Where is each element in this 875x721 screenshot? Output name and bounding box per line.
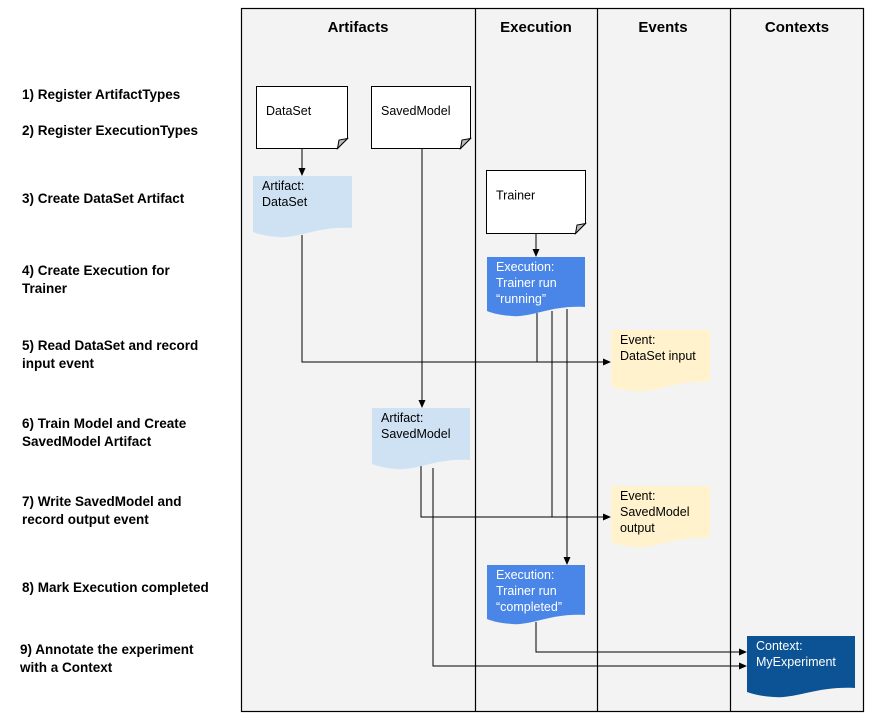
node-label: Execution:Trainer run“running” bbox=[496, 260, 557, 306]
connector-arrow bbox=[420, 466, 611, 521]
node-label: Artifact:DataSet bbox=[262, 179, 308, 209]
column-header-execution: Execution bbox=[500, 19, 572, 36]
connectors bbox=[298, 148, 747, 670]
savedmodel-type-node: SavedModel bbox=[371, 86, 472, 150]
execution-completed-node: Execution:Trainer run“completed” bbox=[487, 565, 585, 625]
event-shape bbox=[611, 330, 710, 392]
artifact-shape bbox=[253, 176, 352, 238]
context-shape bbox=[747, 636, 855, 698]
artifact-shape bbox=[372, 408, 470, 470]
execution-shape bbox=[487, 565, 585, 625]
node-label: Artifact:SavedModel bbox=[381, 411, 451, 441]
connector-arrow bbox=[432, 468, 747, 670]
execution-running-node: Execution:Trainer run“running” bbox=[487, 257, 585, 317]
folded-corner-icon bbox=[459, 137, 472, 150]
node-label: SavedModel bbox=[381, 104, 451, 118]
folded-corner-icon bbox=[574, 222, 587, 235]
connector-arrow bbox=[535, 622, 747, 656]
step-label: 1) Register ArtifactTypes bbox=[22, 87, 180, 102]
node-label: Context:MyExperiment bbox=[756, 639, 836, 669]
column-header-contexts: Contexts bbox=[765, 19, 829, 36]
folded-corner-icon bbox=[336, 137, 349, 150]
step-label: 8) Mark Execution completed bbox=[22, 580, 209, 595]
step-label: 2) Register ExecutionTypes bbox=[22, 123, 198, 138]
column-header-events: Events bbox=[638, 19, 687, 36]
node-label: DataSet bbox=[266, 104, 312, 118]
connector-arrow bbox=[301, 235, 611, 366]
node-label: Execution:Trainer run“completed” bbox=[496, 568, 562, 614]
step-labels: 1) Register ArtifactTypes 2) Register Exe… bbox=[19, 87, 209, 675]
node-label: Event:DataSet input bbox=[620, 333, 696, 363]
step-label: 3) Create DataSet Artifact bbox=[22, 191, 185, 206]
dataset-type-node: DataSet bbox=[256, 86, 349, 150]
trainer-type-node: Trainer bbox=[486, 170, 587, 235]
context-myexperiment-node: Context:MyExperiment bbox=[747, 636, 855, 698]
node-label: Trainer bbox=[496, 189, 535, 203]
artifact-savedmodel-node: Artifact:SavedModel bbox=[372, 408, 470, 470]
event-shape bbox=[611, 486, 710, 548]
execution-shape bbox=[487, 257, 585, 317]
artifact-dataset-node: Artifact:DataSet bbox=[253, 176, 352, 238]
column-header-artifacts: Artifacts bbox=[328, 19, 389, 36]
event-dataset-input-node: Event:DataSet input bbox=[611, 330, 710, 392]
